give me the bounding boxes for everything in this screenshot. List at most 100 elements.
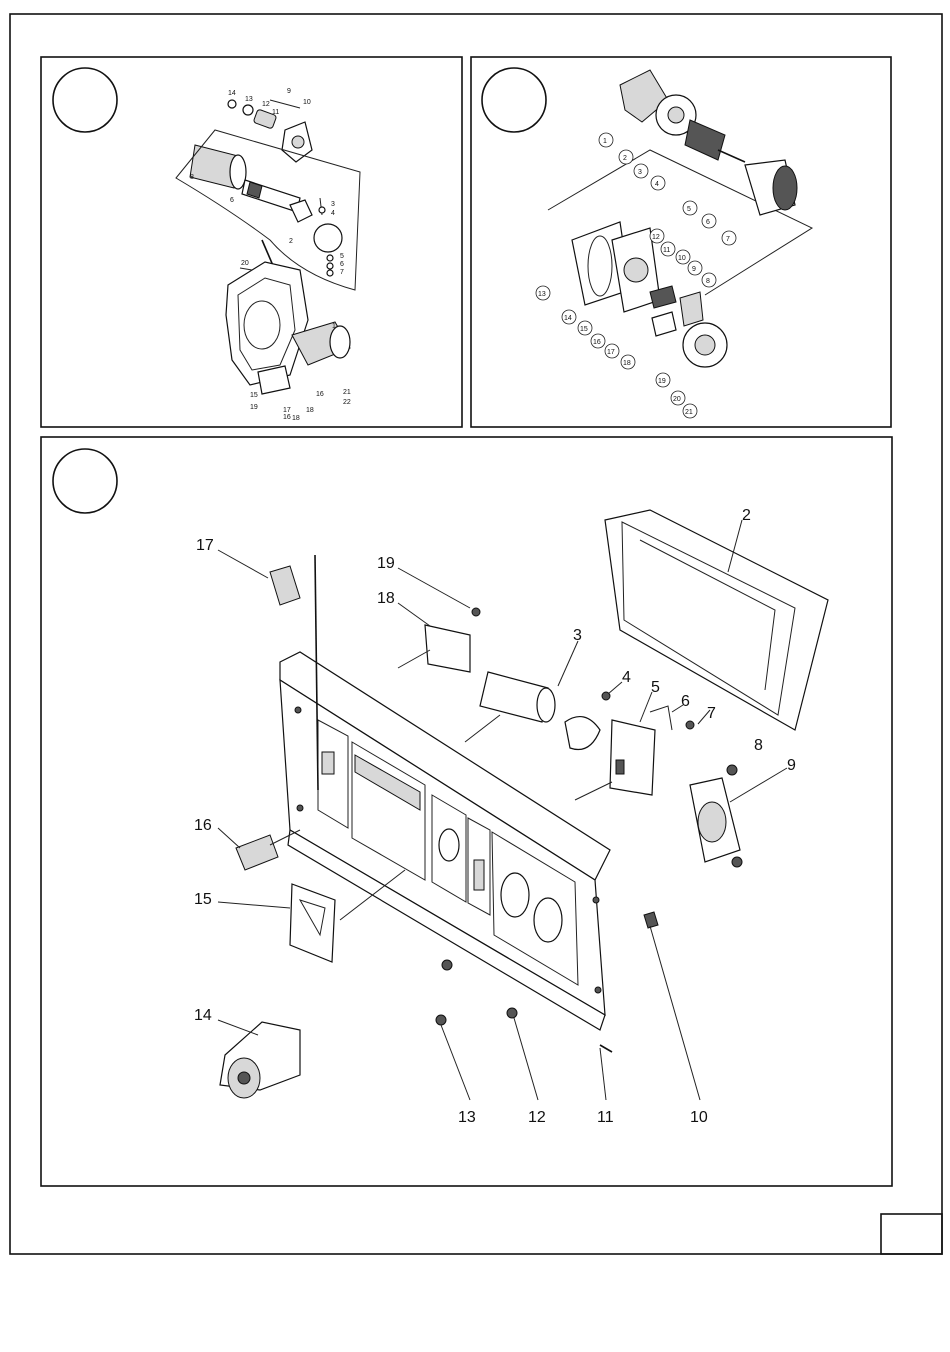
part-c12-nut [507, 1008, 517, 1018]
panel-b-badge-circle [482, 68, 546, 132]
label-b-11: 11 [663, 247, 670, 254]
leader-14 [218, 1020, 258, 1035]
panel-hole-2 [297, 805, 303, 811]
label-b-21: 21 [685, 409, 693, 416]
label-a-6: 6 [230, 197, 234, 204]
label-a-14: 14 [228, 90, 236, 97]
avr-connector [616, 760, 624, 774]
leader-16 [218, 828, 240, 848]
cover-center [695, 335, 715, 355]
outlet-left [501, 873, 529, 917]
part-c6-bracket [650, 706, 672, 730]
part-washer-a7 [327, 270, 333, 276]
label-c-19: 19 [377, 555, 395, 572]
capacitor-end [537, 688, 555, 722]
label-b-19: 19 [658, 378, 666, 385]
part-c2-rear-box [605, 510, 828, 730]
switch-knob [439, 829, 459, 861]
part-rod-a9 [270, 100, 300, 108]
label-c-5: 5 [651, 679, 660, 696]
part-c9-receptacle [690, 778, 742, 867]
outlet-pin [238, 1072, 250, 1084]
label-b-15: 15 [580, 326, 588, 333]
label-b-13: 13 [538, 291, 546, 298]
label-a-18: 18 [306, 407, 314, 414]
leader-12 [514, 1018, 538, 1100]
label-c-14: 14 [194, 1007, 212, 1024]
label-c-4: 4 [622, 669, 631, 686]
fuse-body [236, 835, 278, 870]
label-c-10: 10 [690, 1109, 708, 1126]
label-a-9: 9 [287, 88, 291, 95]
label-b-5: 5 [687, 206, 691, 213]
label-b-3: 3 [638, 169, 642, 176]
label-b-20: 20 [673, 396, 681, 403]
switch-body [270, 566, 300, 605]
part-c14-outlet [220, 1022, 300, 1098]
label-a-13: 13 [245, 96, 253, 103]
label-a-15: 15 [250, 392, 258, 399]
leader-19 [398, 568, 470, 608]
leader-5 [640, 692, 652, 722]
part-rotor-b4 [685, 120, 725, 160]
part-c10-screw [644, 912, 658, 928]
part-regulator-b9 [680, 292, 703, 326]
panel-a-badge-circle [53, 68, 117, 132]
label-a-21: 21 [343, 389, 351, 396]
panel-hole-1 [295, 707, 301, 713]
label-b-10: 10 [678, 255, 686, 262]
relay-body [425, 625, 470, 672]
indicator-light [474, 860, 484, 890]
panel-hole-3 [593, 897, 599, 903]
page-number-box [881, 1214, 942, 1254]
label-c-6: 6 [681, 693, 690, 710]
label-b-12: 12 [652, 234, 660, 241]
label-b-7: 7 [726, 236, 730, 243]
label-c-9: 9 [787, 757, 796, 774]
panel-hole-4 [595, 987, 601, 993]
label-a-5: 5 [340, 253, 344, 260]
leader-17 [218, 550, 268, 578]
label-a-6b: 6 [340, 261, 344, 268]
label-b-1: 1 [603, 138, 607, 145]
part-c7-screw [686, 721, 694, 729]
label-c-7: 7 [707, 705, 716, 722]
label-a-16: 16 [283, 414, 291, 421]
stator-face [773, 166, 797, 210]
label-c-2: 2 [742, 507, 751, 524]
label-c-18: 18 [377, 590, 395, 607]
breaker-switch [322, 752, 334, 774]
part-bearing-b12 [624, 258, 648, 282]
part-washer-a14 [228, 100, 236, 108]
label-a-7: 7 [340, 269, 344, 276]
label-a-16b: 16 [316, 391, 324, 398]
starter-motor-end [330, 326, 350, 358]
label-a-20: 20 [241, 260, 249, 267]
label-c-17: 17 [196, 537, 214, 554]
meter-body [290, 884, 335, 962]
label-a-12: 12 [262, 101, 270, 108]
label-a-2: 2 [289, 238, 293, 245]
panel-alternator: 1 2 3 4 5 6 7 12 11 10 9 8 13 1 [471, 57, 891, 427]
label-a-17: 17 [283, 407, 291, 414]
label-a-11: 11 [272, 109, 279, 116]
part-cover-a5 [314, 224, 342, 252]
part-nut-a5b [327, 255, 333, 261]
part-c-screw-extra [442, 960, 452, 970]
part-ring-a13 [243, 105, 253, 115]
part-c13-screw [436, 1015, 446, 1025]
panel-control-panel: 17 19 18 2 3 4 5 6 7 8 9 16 15 14 13 12 … [41, 437, 892, 1186]
leader-9 [730, 768, 787, 802]
label-b-2: 2 [623, 155, 627, 162]
part-shaft-b5 [718, 150, 745, 162]
label-c-15: 15 [194, 891, 212, 908]
part-c-clamp [565, 717, 600, 750]
label-b-18: 18 [623, 360, 631, 367]
part-c11-clip [600, 1045, 612, 1052]
label-b-9: 9 [692, 266, 696, 273]
part-cover-b20 [683, 323, 727, 367]
leader-13 [441, 1025, 470, 1100]
engine-block-body [226, 262, 308, 385]
label-a-18b: 18 [292, 415, 300, 422]
